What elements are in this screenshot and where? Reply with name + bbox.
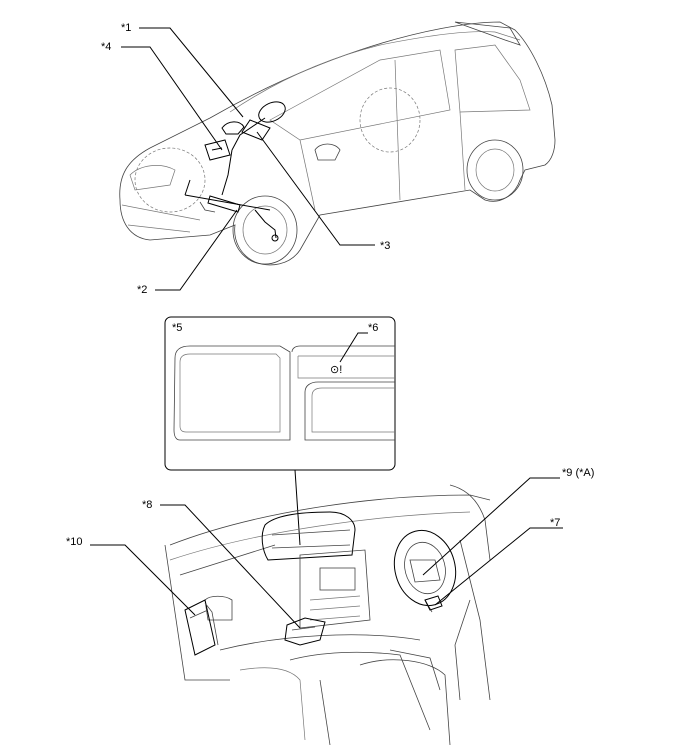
warning-indicator-icon: ⊙! (330, 364, 342, 376)
callout-2: *2 (137, 284, 147, 296)
callout-10: *10 (66, 536, 83, 548)
callout-4: *4 (101, 41, 111, 53)
callout-6: *6 (368, 322, 378, 334)
steering-system-illustration (184, 101, 286, 242)
callout-5: *5 (172, 322, 182, 334)
callout-1: *1 (121, 22, 131, 34)
callout-8: *8 (142, 499, 152, 511)
meter-closeup-frame (164, 316, 396, 471)
vehicle-illustration (119, 21, 556, 266)
instrument-panel-illustration (164, 484, 491, 746)
callout-7: *7 (550, 517, 560, 529)
leader-lines-top (121, 27, 375, 291)
closeup-leader-line (280, 469, 301, 546)
callout-3: *3 (380, 240, 390, 252)
callout-9: *9 (*A) (562, 467, 594, 479)
leader-lines-bottom (90, 477, 563, 629)
